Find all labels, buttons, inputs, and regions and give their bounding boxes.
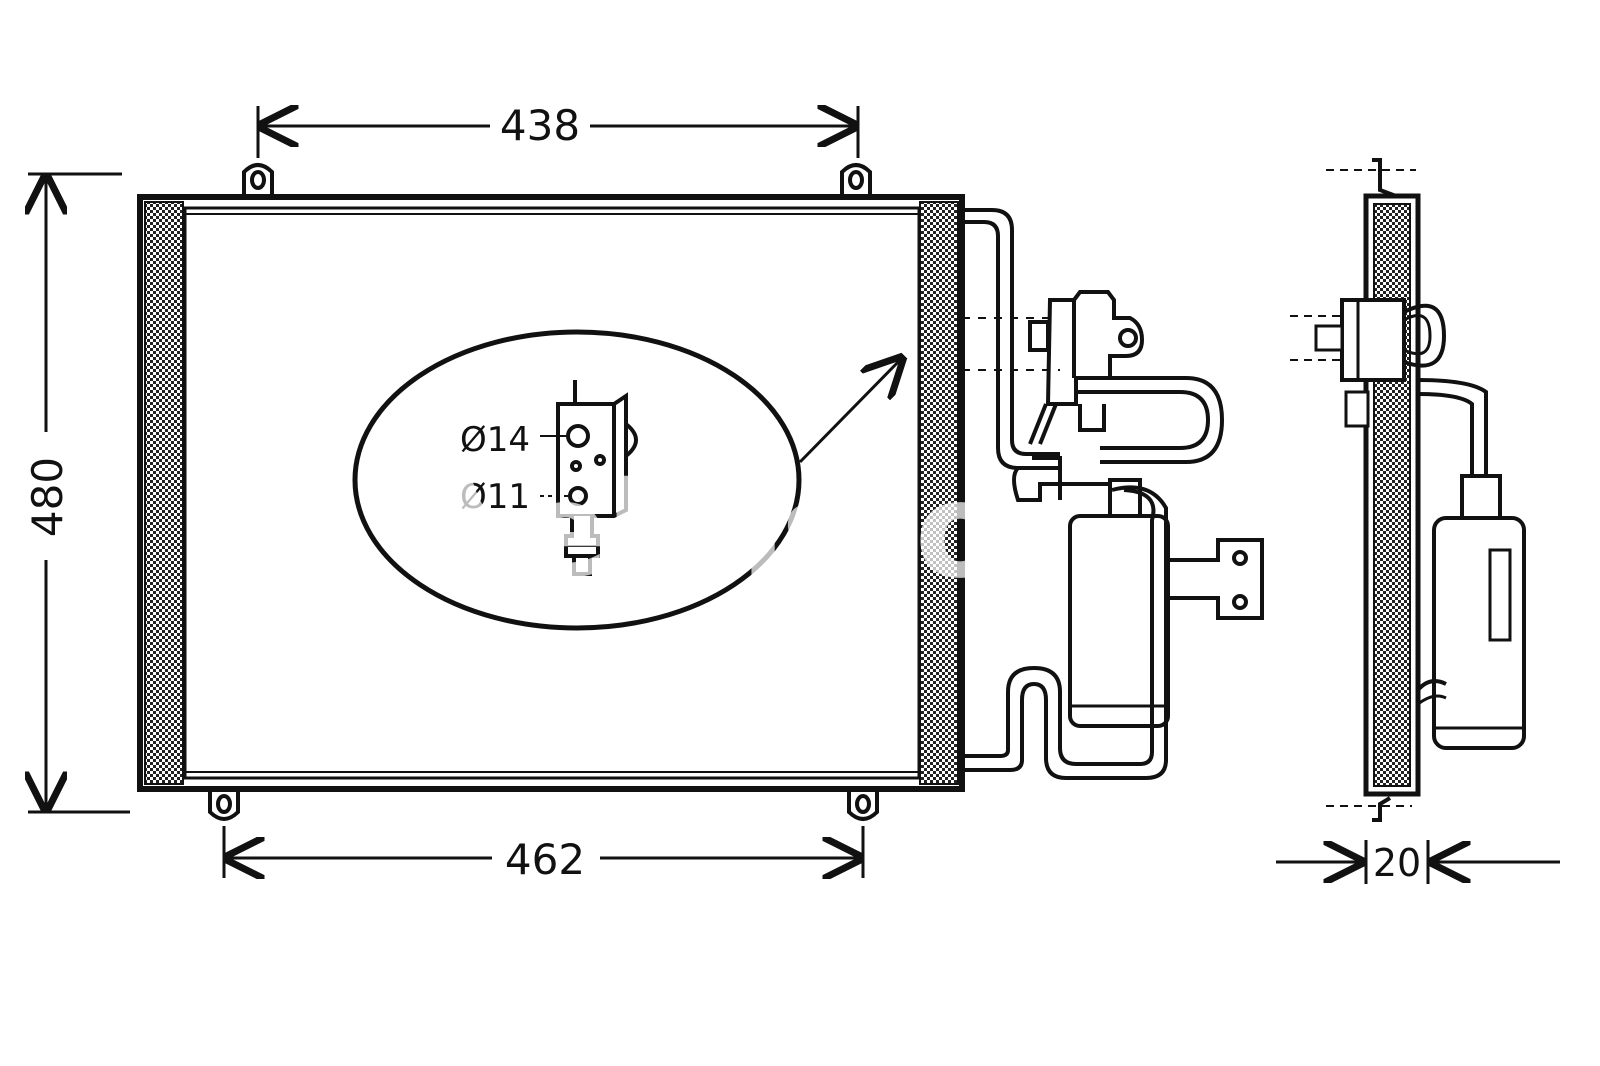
bottom-mount-lug-left [208,790,240,821]
dimension-depth [1276,840,1560,884]
side-drier-cap [1460,474,1502,520]
watermark-text: ebasto [520,454,1001,608]
dimension-top-label: 438 [500,101,580,150]
watermark-logo: ebasto [416,441,1005,608]
drier-bracket [1166,538,1264,620]
dimension-bottom-label: 462 [505,835,585,884]
port-large-label: Ø14 [460,420,530,460]
top-mount-lug-right [840,163,872,196]
dimension-height [28,172,130,814]
detail-pointer-arrow [798,358,902,464]
left-header-tank [144,201,184,785]
side-receiver-drier [1432,516,1526,750]
detail-ellipse [352,329,802,631]
condenser-frame [137,194,965,792]
dimension-top [256,106,860,158]
front-view [137,163,1264,821]
dimension-height-label: 480 [23,457,72,537]
dimension-depth-label: 20 [1373,841,1421,885]
bottom-mount-lug-right [847,790,879,821]
dimension-bottom [222,826,865,878]
port-block-detail [540,380,638,576]
pressure-switch-block [1045,290,1145,406]
side-view [1290,158,1526,822]
right-header-tank [919,201,959,785]
top-mount-lug-left [242,163,274,196]
refrigerant-pipes [962,208,1264,780]
